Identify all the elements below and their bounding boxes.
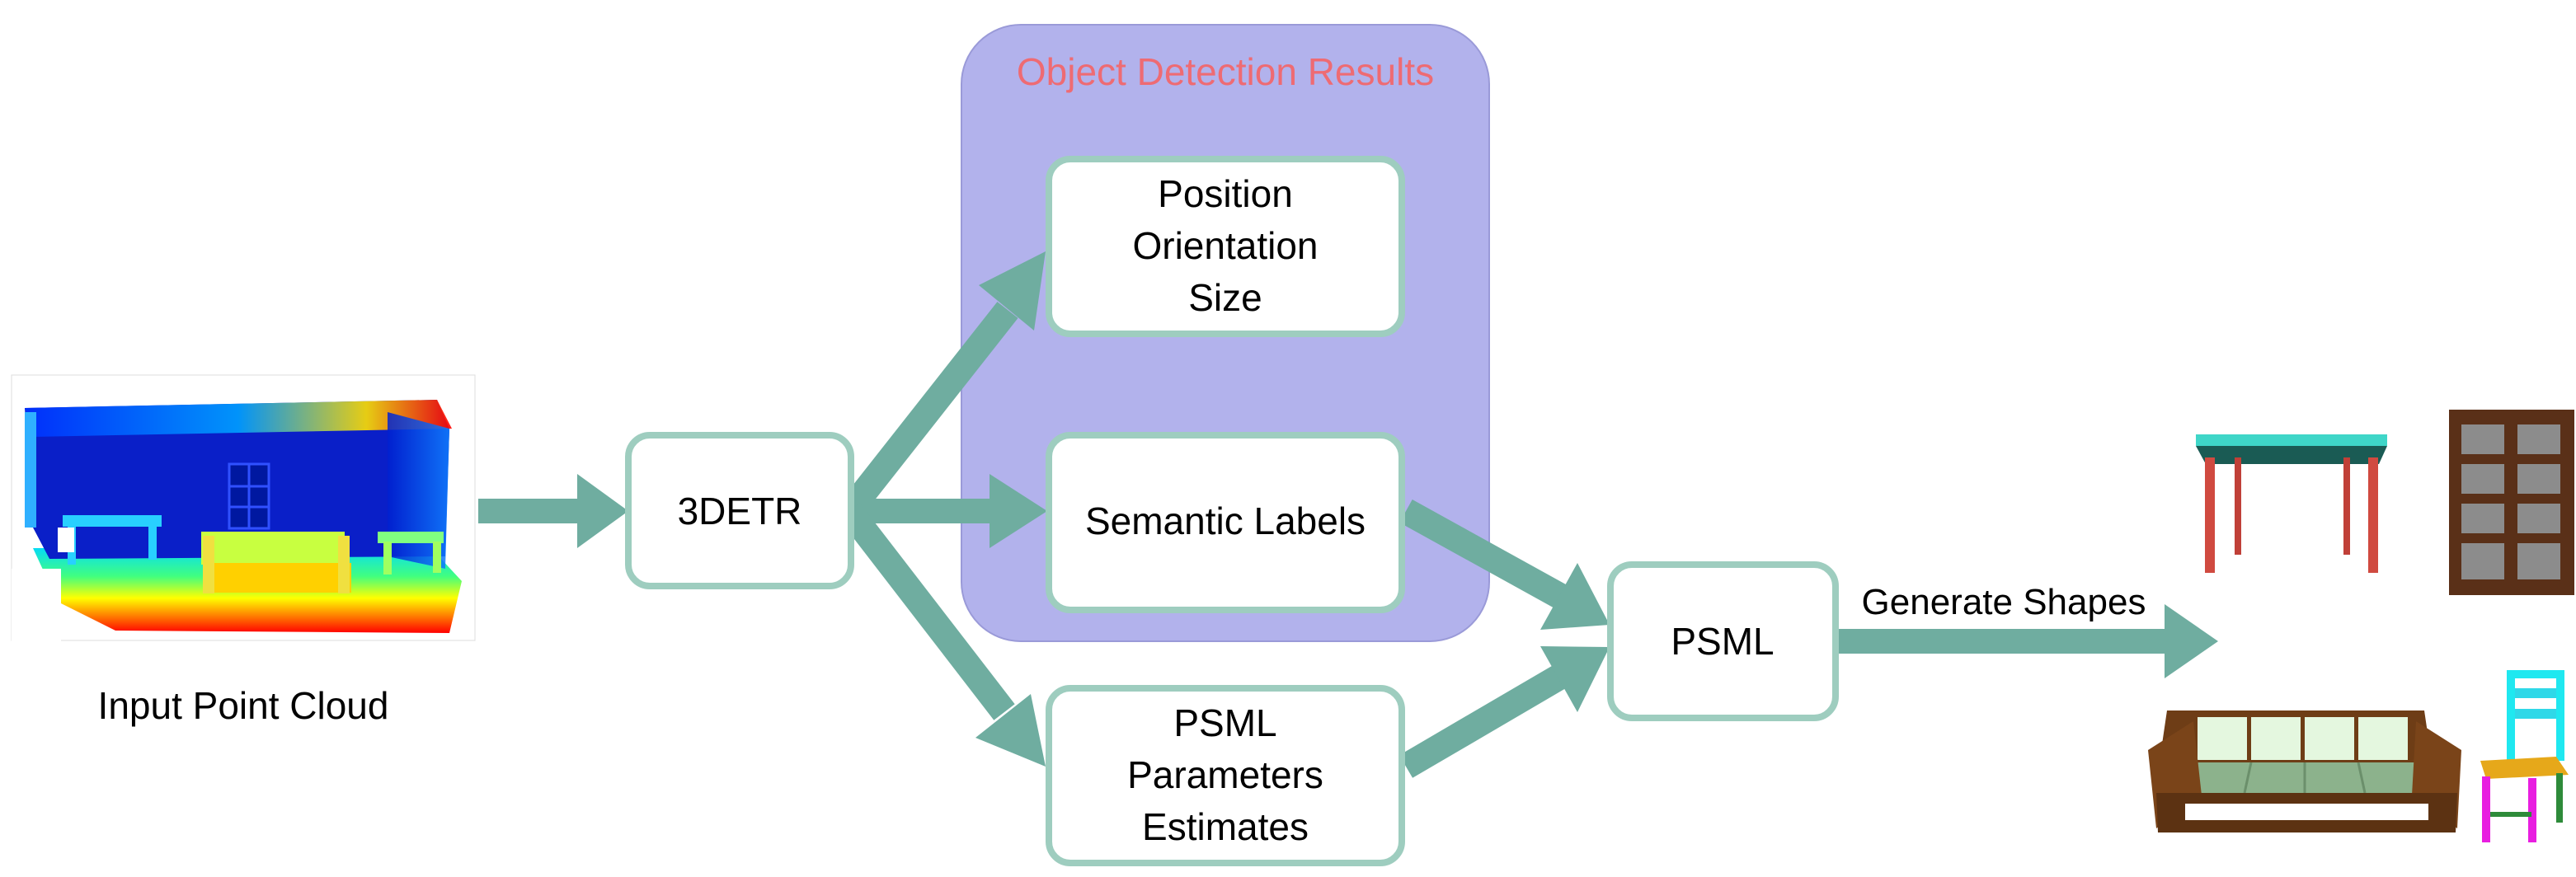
semantic-labels-box (1046, 432, 1405, 613)
psml-params-line3: Estimates (1142, 805, 1309, 848)
arrow-params-to-psml-head (1540, 646, 1610, 712)
arrow-psml-to-shapes (1836, 604, 2218, 678)
generate-shapes-label: Generate Shapes (1862, 582, 2146, 622)
input-point-cloud-image (11, 374, 476, 641)
arrow-3detr-to-semantic (849, 474, 1047, 548)
psml-params-line1: PSML (1173, 701, 1276, 744)
psml-box (1607, 561, 1839, 721)
arrow-params-to-psml-shaft (1398, 664, 1568, 778)
position-orientation-size-box (1046, 156, 1405, 337)
psml-params-line2: Parameters (1127, 753, 1323, 796)
sofa-shape-icon (2148, 711, 2461, 832)
arrows (478, 251, 2218, 778)
psml-parameters-box (1046, 685, 1405, 866)
arrow-3detr-to-position-head (979, 251, 1046, 331)
orientation-text: Orientation (1132, 224, 1318, 267)
arrow-semantic-to-psml-shaft (1399, 499, 1568, 609)
arrow-semantic-to-psml-head (1540, 563, 1610, 630)
size-text: Size (1188, 276, 1262, 319)
3detr-box (625, 432, 854, 589)
arrow-3detr-to-position-shaft (839, 302, 1018, 519)
arrow-3detr-to-params-shaft (839, 503, 1015, 720)
table-shape-icon (2196, 434, 2387, 573)
psml-label: PSML (1671, 620, 1774, 663)
chair-shape-icon (2480, 670, 2569, 842)
position-text: Position (1158, 172, 1293, 215)
3detr-label: 3DETR (678, 490, 802, 532)
semantic-labels-text: Semantic Labels (1085, 499, 1366, 542)
group-title: Object Detection Results (1017, 50, 1434, 93)
input-point-cloud-label: Input Point Cloud (98, 684, 389, 727)
arrow-input-to-3detr (478, 474, 628, 548)
arrow-3detr-to-params-head (975, 694, 1046, 767)
bookshelf-shape-icon (2449, 410, 2574, 595)
